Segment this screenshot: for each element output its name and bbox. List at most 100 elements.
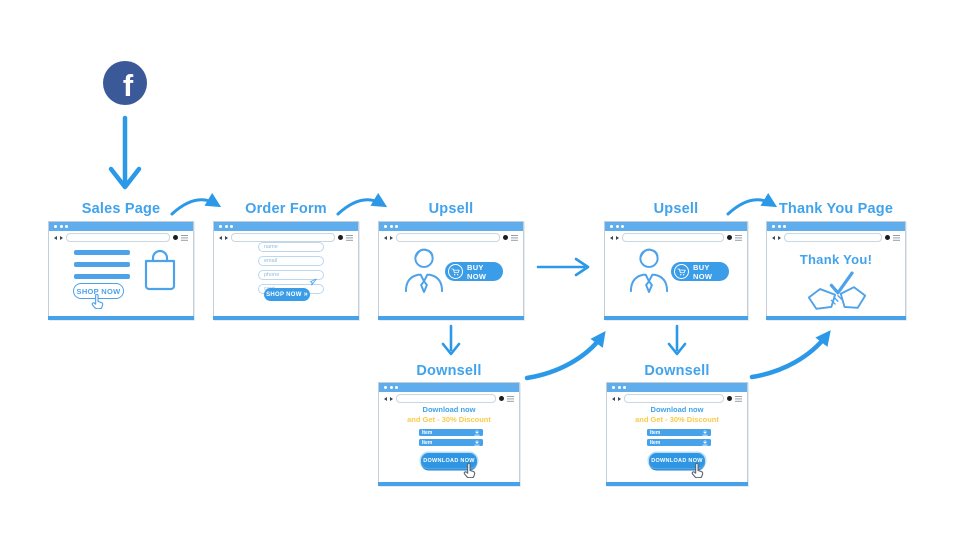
chevron-double-icon: »: [303, 291, 308, 298]
back-icon[interactable]: [612, 396, 615, 401]
menu-icon[interactable]: [735, 234, 742, 236]
text-line: [74, 274, 130, 279]
window-control-icon: [389, 386, 393, 389]
menu-icon[interactable]: [893, 234, 900, 236]
back-icon[interactable]: [610, 235, 613, 240]
menu-icon[interactable]: [507, 395, 514, 397]
menu-icon[interactable]: [735, 395, 742, 397]
cart-icon: [674, 264, 689, 279]
account-icon[interactable]: [503, 235, 508, 240]
window-footer: [48, 316, 194, 320]
order-form-title: Order Form: [245, 201, 327, 217]
window-control-icon: [610, 225, 613, 228]
window-titlebar: [214, 222, 358, 231]
window-footer: [378, 482, 520, 486]
window-control-icon: [224, 225, 228, 228]
name-field[interactable]: name: [258, 242, 324, 252]
forward-icon[interactable]: [618, 396, 621, 401]
download-icon: [702, 439, 708, 445]
menu-icon[interactable]: [511, 234, 518, 236]
address-bar[interactable]: [396, 394, 496, 403]
window-control-icon: [59, 225, 63, 228]
cursor-hand-icon: [91, 294, 104, 309]
browser-toolbar: [214, 231, 358, 244]
cursor-hand-icon: [691, 463, 704, 478]
forward-icon[interactable]: [60, 235, 63, 240]
menu-icon[interactable]: [346, 234, 353, 236]
thank-you-page-title: Thank You Page: [778, 201, 894, 217]
account-icon[interactable]: [173, 235, 178, 240]
facebook-icon: f: [103, 61, 147, 105]
person-icon: [629, 248, 669, 293]
shop-now-button[interactable]: SHOP NOW »: [264, 288, 310, 301]
forward-icon[interactable]: [225, 235, 228, 240]
browser-toolbar: [607, 392, 747, 405]
download-item-row[interactable]: Item: [419, 439, 483, 446]
window-footer: [766, 316, 906, 320]
arrow-upsell2-to-downsell2: [667, 324, 687, 356]
browser-toolbar: [379, 231, 523, 244]
address-bar[interactable]: [231, 233, 335, 242]
upsell1-title: Upsell: [428, 201, 474, 217]
window-footer: [378, 316, 524, 320]
window-titlebar: [379, 222, 523, 231]
buy-now-button[interactable]: BUY NOW: [671, 262, 729, 281]
downsell-headline: Download now: [422, 405, 476, 414]
back-icon[interactable]: [54, 235, 57, 240]
window-titlebar: [605, 222, 747, 231]
address-bar[interactable]: [624, 394, 724, 403]
back-icon[interactable]: [219, 235, 222, 240]
download-item-row[interactable]: Item: [647, 439, 711, 446]
thank-you-message: Thank You!: [799, 252, 873, 267]
person-icon: [404, 248, 444, 293]
window-control-icon: [384, 225, 387, 228]
upsell1-window: BUY NOW: [378, 221, 524, 320]
download-now-button[interactable]: DOWNLOAD NOW: [421, 453, 477, 468]
forward-icon[interactable]: [390, 396, 393, 401]
account-icon[interactable]: [885, 235, 890, 240]
cart-icon: [448, 264, 463, 279]
back-icon[interactable]: [772, 235, 775, 240]
sales-page-window: SHOP NOW: [48, 221, 194, 320]
address-bar[interactable]: [66, 233, 170, 242]
text-line: [74, 250, 130, 255]
sales-page-title: Sales Page: [81, 201, 161, 217]
thank-you-window: Thank You!: [766, 221, 906, 320]
downsell1-window: Download now and Get - 30% Discount Item…: [378, 382, 520, 486]
window-titlebar: [607, 383, 747, 392]
window-control-icon: [623, 386, 626, 389]
facebook-letter: f: [122, 68, 134, 103]
window-control-icon: [384, 386, 387, 389]
back-icon[interactable]: [384, 396, 387, 401]
window-control-icon: [617, 386, 621, 389]
account-icon[interactable]: [338, 235, 343, 240]
download-item-row[interactable]: Item: [419, 429, 483, 436]
email-field[interactable]: email: [258, 256, 324, 266]
window-control-icon: [615, 225, 619, 228]
window-control-icon: [54, 225, 57, 228]
account-icon[interactable]: [727, 235, 732, 240]
back-icon[interactable]: [384, 235, 387, 240]
download-icon: [474, 429, 480, 435]
window-control-icon: [772, 225, 775, 228]
downsell1-title: Downsell: [416, 363, 482, 379]
account-icon[interactable]: [727, 396, 732, 401]
forward-icon[interactable]: [616, 235, 619, 240]
cursor-hand-icon: [463, 463, 476, 478]
address-bar[interactable]: [396, 233, 500, 242]
arrow-downsell1-to-upsell2: [524, 331, 606, 381]
forward-icon[interactable]: [390, 235, 393, 240]
address-bar[interactable]: [622, 233, 724, 242]
window-footer: [604, 316, 748, 320]
forward-icon[interactable]: [778, 235, 781, 240]
downsell-discount-text: and Get - 30% Discount: [635, 415, 719, 424]
menu-icon[interactable]: [181, 234, 188, 236]
window-footer: [606, 482, 748, 486]
download-item-row[interactable]: Item: [647, 429, 711, 436]
arrow-downsell2-to-thankyou: [749, 330, 831, 380]
buy-now-button[interactable]: BUY NOW: [445, 262, 503, 281]
download-now-button[interactable]: DOWNLOAD NOW: [649, 453, 705, 468]
address-bar[interactable]: [784, 233, 882, 242]
phone-field[interactable]: phone: [258, 270, 324, 280]
account-icon[interactable]: [499, 396, 504, 401]
